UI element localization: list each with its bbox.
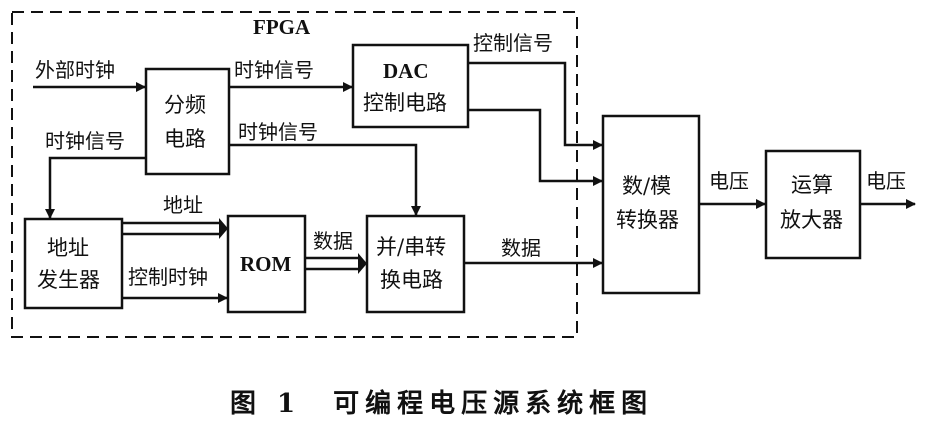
opamp-block: 运算 放大器: [764, 149, 862, 260]
rom-data-bus-arrowhead: [358, 253, 367, 274]
dac-control-label-line1: DAC: [383, 59, 429, 83]
address-generator-block: 地址 发生器: [23, 217, 124, 310]
wire-clock-to-ps-converter: [229, 143, 421, 216]
dac-converter-label-line2: 转换器: [616, 208, 679, 232]
divider-label-line2: 电路: [164, 127, 206, 151]
label-control-signal: 控制信号: [473, 31, 553, 55]
address-generator-label-line2: 发生器: [37, 268, 100, 292]
wire-clock-to-address-generator: [45, 156, 146, 219]
label-clock-to-ps-converter: 时钟信号: [238, 120, 318, 144]
ps-converter-label-line2: 换电路: [380, 268, 443, 292]
wire-control-signal-1: [468, 61, 603, 150]
ps-converter-label-line1: 并/串转: [376, 235, 446, 259]
label-external-clock: 外部时钟: [35, 58, 115, 82]
label-serial-data: 数据: [501, 236, 541, 260]
address-bus-arrowhead: [219, 218, 228, 239]
rom-label: ROM: [240, 252, 292, 276]
opamp-label-line2: 放大器: [780, 208, 843, 232]
parallel-serial-converter-block: 并/串转 换电路: [365, 214, 466, 314]
figure-caption: 图 1 可编程电压源系统框图: [230, 388, 653, 419]
wire-control-signal-2: [468, 108, 603, 186]
dac-converter-label-line1: 数/模: [622, 174, 671, 198]
fpga-boundary: [11, 11, 578, 338]
label-dac-voltage: 电压: [709, 169, 749, 193]
address-generator-label-line1: 地址: [47, 236, 89, 260]
dac-converter-block: 数/模 转换器: [601, 114, 701, 295]
label-output-voltage: 电压: [866, 169, 906, 193]
rom-block: ROM: [226, 214, 307, 314]
connections: [33, 61, 916, 303]
label-clock-to-dac-control: 时钟信号: [234, 58, 314, 82]
label-control-clock: 控制时钟: [128, 265, 208, 289]
label-address: 地址: [163, 193, 203, 217]
opamp-label-line1: 运算: [791, 173, 833, 197]
label-rom-data: 数据: [313, 229, 353, 253]
dac-control-block: DAC 控制电路: [351, 43, 470, 129]
label-clock-to-address-generator: 时钟信号: [45, 129, 125, 153]
fpga-label: FPGA: [253, 15, 311, 39]
dac-control-label-line2: 控制电路: [363, 91, 447, 115]
divider-block: 分频 电路: [144, 67, 231, 176]
divider-label-line1: 分频: [164, 93, 206, 117]
